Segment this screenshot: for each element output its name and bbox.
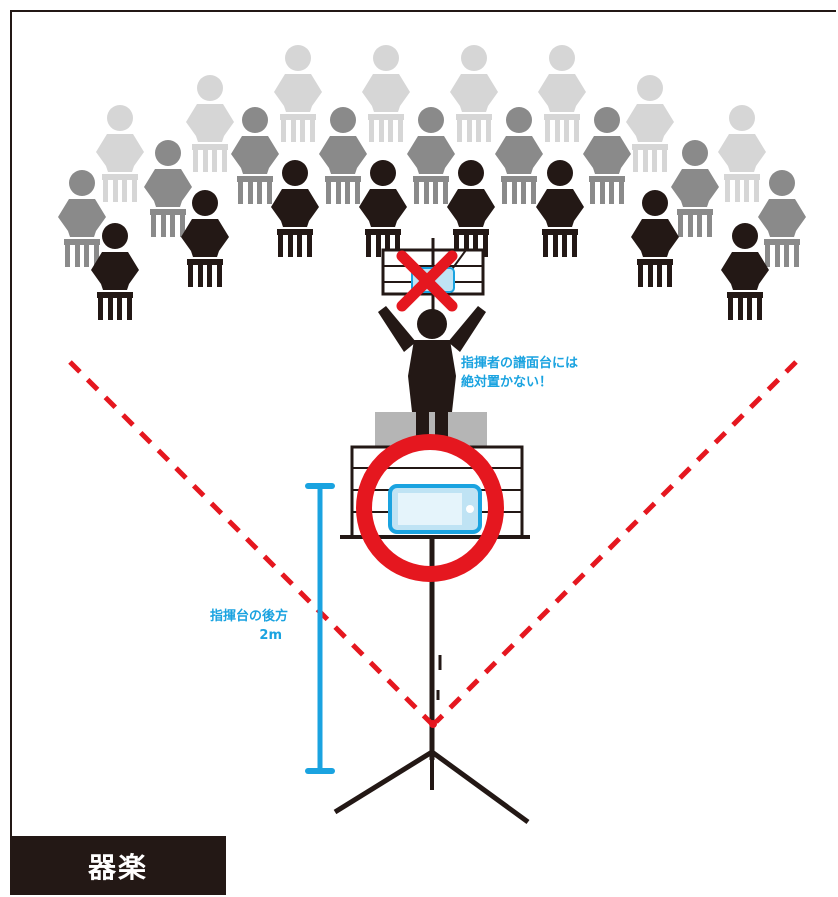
category-label: 器楽 (87, 850, 148, 884)
performer-icon (626, 75, 674, 172)
performer-icon (536, 160, 584, 257)
performer-icon (58, 170, 106, 267)
smartphone-icon (388, 484, 482, 534)
performer-icon (758, 170, 806, 267)
performer-icon (144, 140, 192, 237)
cross-mark-icon (396, 250, 458, 312)
performer-icon (721, 223, 769, 320)
performer-icon (718, 105, 766, 202)
conductor-stand-warning: 指揮者の譜面台には 絶対置かない！ (461, 354, 578, 392)
performer-icon (231, 107, 279, 204)
performer-icon (538, 45, 586, 142)
performer-icon (181, 190, 229, 287)
performer-icon (274, 45, 322, 142)
performer-icon (450, 45, 498, 142)
conductor-note-line1: 指揮者の譜面台には (461, 356, 579, 371)
performer-icon (91, 223, 139, 320)
performer-icon (186, 75, 234, 172)
performer-icon (671, 140, 719, 237)
distance-note-line2: 2m (259, 628, 283, 643)
circle-ok-icon (356, 434, 504, 582)
camera-position-dot (429, 720, 437, 728)
category-badge: 器楽 (10, 836, 226, 895)
conductor-note-line2: 絶対置かない！ (461, 375, 553, 390)
performer-icon (362, 45, 410, 142)
performer-icon (447, 160, 495, 257)
performer-icon (407, 107, 455, 204)
performer-icon (271, 160, 319, 257)
distance-indicator (305, 483, 335, 774)
performer-icon (359, 160, 407, 257)
performer-icon (583, 107, 631, 204)
performer-icon (96, 105, 144, 202)
performer-icon (631, 190, 679, 287)
distance-note-line1: 指揮台の後方 (210, 609, 289, 624)
figure-frame (10, 10, 836, 895)
camera-view-guides (68, 360, 798, 726)
performer-icon (495, 107, 543, 204)
distance-note: 指揮台の後方 2m (210, 607, 288, 645)
performers-front-row (91, 160, 769, 320)
performer-icon (319, 107, 367, 204)
